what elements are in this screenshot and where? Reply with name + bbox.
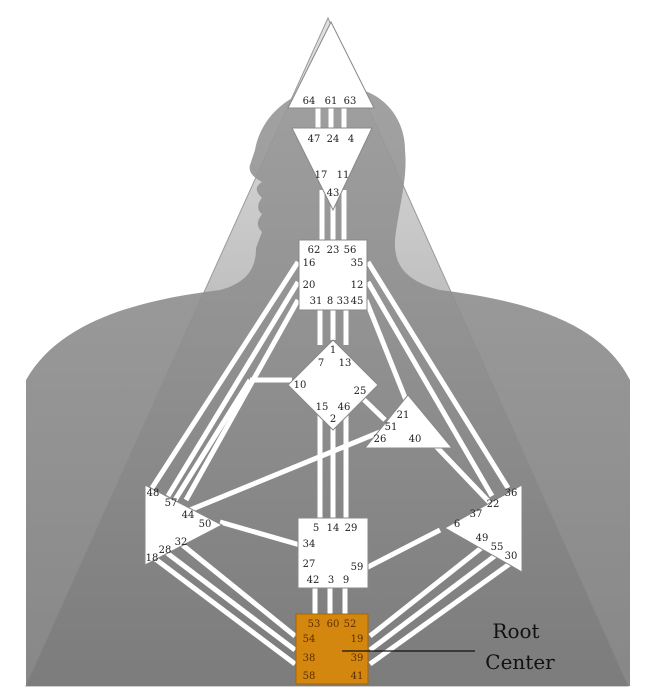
ajna-center [291,127,373,212]
annotation-center-label: Center [485,650,555,674]
gate-1: 1 [330,345,336,356]
gate-32: 32 [175,537,188,548]
root-center [295,613,369,685]
gate-59: 59 [351,562,364,573]
gate-56: 56 [344,245,357,256]
gate-14: 14 [327,523,340,534]
gate-52: 52 [344,619,357,630]
gate-35: 35 [351,258,364,269]
gate-31: 31 [310,296,323,307]
gate-49: 49 [476,533,489,544]
gate-37: 37 [470,509,483,520]
gate-10: 10 [294,380,307,391]
gate-57: 57 [165,498,178,509]
gate-48: 48 [147,488,160,499]
gate-22: 22 [487,499,500,510]
solar-plexus-center [443,484,523,573]
gate-53: 53 [308,619,321,630]
gate-15: 15 [316,402,329,413]
gate-21: 21 [397,410,410,421]
gate-64: 64 [303,96,316,107]
gate-11: 11 [337,170,350,181]
gate-45: 45 [351,296,364,307]
gate-63: 63 [344,96,357,107]
gate-4: 4 [348,134,354,145]
throat-center [298,239,368,311]
gate-41: 41 [351,671,364,682]
gate-7: 7 [318,358,324,369]
gate-25: 25 [354,386,367,397]
gate-3: 3 [328,575,334,586]
gate-20: 20 [303,280,316,291]
gate-36: 36 [505,488,518,499]
gate-33: 33 [337,296,350,307]
gate-43: 43 [327,188,340,199]
gate-54: 54 [303,634,316,645]
channels [148,108,517,667]
gate-28: 28 [159,545,172,556]
gate-44: 44 [182,510,195,521]
gate-40: 40 [409,434,422,445]
gate-55: 55 [491,542,504,553]
sacral-center [297,517,369,589]
gate-12: 12 [351,280,364,291]
gate-51: 51 [385,422,398,433]
gate-30: 30 [505,551,518,562]
gate-58: 58 [303,671,316,682]
gate-2: 2 [330,414,336,425]
gate-6: 6 [454,519,460,530]
gate-38: 38 [303,653,316,664]
gate-16: 16 [303,258,316,269]
gate-26: 26 [374,434,387,445]
ego-center [363,394,454,449]
gate-50: 50 [199,519,212,530]
gate-19: 19 [351,634,364,645]
gate-5: 5 [313,523,319,534]
gate-34: 34 [303,539,316,550]
gate-18: 18 [146,553,159,564]
gate-23: 23 [327,245,340,256]
gate-42: 42 [307,575,320,586]
gate-60: 60 [327,619,340,630]
head-center [287,20,375,109]
spleen-center [144,484,224,566]
gate-8: 8 [327,296,333,307]
gate-9: 9 [343,575,349,586]
gate-24: 24 [327,134,340,145]
gate-29: 29 [345,523,358,534]
gate-61: 61 [325,96,338,107]
gate-39: 39 [351,653,364,664]
annotation-root-label: Root [492,619,539,643]
gate-47: 47 [308,134,321,145]
g-center [287,339,379,431]
gate-17: 17 [315,170,328,181]
gate-62: 62 [308,245,321,256]
gate-46: 46 [338,402,351,413]
gate-27: 27 [303,559,316,570]
gate-13: 13 [339,358,352,369]
